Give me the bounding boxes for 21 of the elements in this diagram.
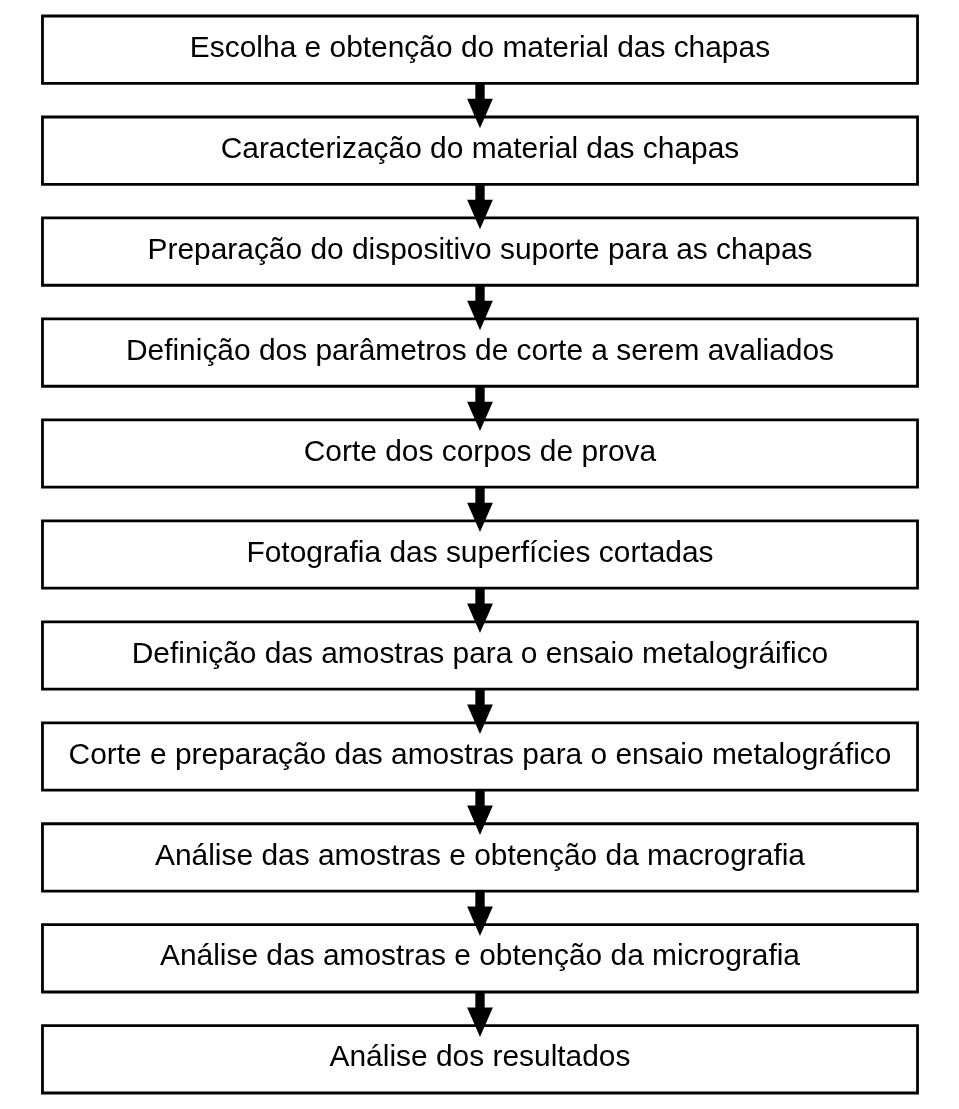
node-box: Escolha e obtenção do material das chapas xyxy=(40,14,919,85)
node-box: Fotografia das superfícies cortadas xyxy=(40,519,919,590)
node-box: Análise dos resultados xyxy=(40,1024,919,1095)
node-box: Definição das amostras para o ensaio metalográifico xyxy=(40,620,919,691)
node-box: Corte dos corpos de prova xyxy=(40,418,919,489)
arrow xyxy=(466,790,493,835)
node-box: Definição dos parâmetros de corte a serem avaliados xyxy=(40,317,919,388)
node-box: Preparação do dispositivo suporte para as chapas xyxy=(40,216,919,287)
arrow xyxy=(466,588,493,634)
arrow xyxy=(466,689,493,734)
arrow xyxy=(466,386,493,432)
arrow xyxy=(466,83,493,129)
arrow xyxy=(466,487,493,533)
arrow xyxy=(466,992,493,1037)
node-box: Análise das amostras e obtenção da micrografia xyxy=(40,923,919,994)
arrow xyxy=(466,891,493,936)
arrow xyxy=(466,285,493,331)
node-box: Corte e preparação das amostras para o ensaio metalográfico xyxy=(40,721,919,792)
node-box: Análise das amostras e obtenção da macrografia xyxy=(40,822,919,893)
node-box: Caracterização do material das chapas xyxy=(40,115,919,186)
arrow xyxy=(466,184,493,230)
